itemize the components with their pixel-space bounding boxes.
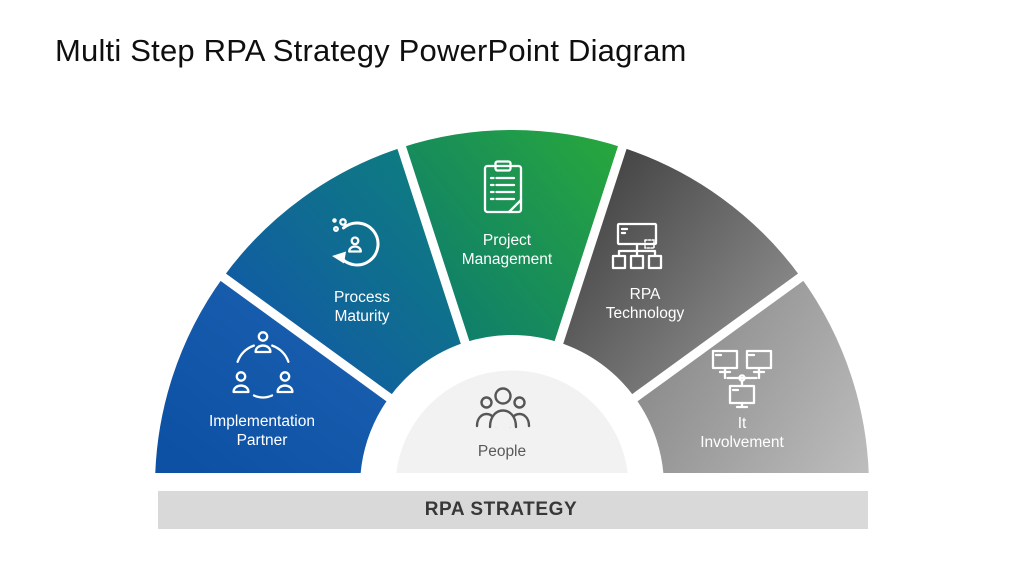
segment-label-project: Project — [483, 232, 532, 249]
segment-project-management — [401, 130, 623, 343]
segment-process-maturity — [223, 147, 465, 398]
segment-divider — [550, 126, 634, 358]
team-network-icon — [232, 331, 294, 399]
segment-label-technology: Technology — [606, 305, 685, 322]
center-label-people: People — [478, 443, 526, 460]
segment-it-involvement — [635, 277, 869, 473]
segment-divider — [390, 126, 474, 358]
segment-label-process: Process — [334, 289, 390, 306]
segment-implementation-partner — [155, 277, 389, 473]
segment-divider — [203, 261, 404, 410]
segment-label-involvement: Involvement — [700, 434, 784, 451]
slide-title: Multi Step RPA Strategy PowerPoint Diagr… — [55, 33, 687, 68]
segment-label-it: It — [738, 415, 747, 432]
rpa-strategy-banner-label: RPA STRATEGY — [424, 499, 578, 520]
segment-divider — [620, 261, 821, 410]
maturity-cycle-icon — [332, 218, 380, 267]
segment-label-implementation: Implementation — [209, 413, 315, 430]
center-people-circle — [393, 367, 631, 473]
segment-label-management: Management — [462, 251, 553, 268]
segment-label-rpa: RPA — [630, 286, 661, 303]
segment-label-partner: Partner — [237, 432, 288, 449]
rpa-strategy-banner: RPA STRATEGY — [158, 491, 868, 529]
clipboard-checklist-icon — [483, 160, 523, 214]
computer-network-icon — [711, 349, 773, 409]
segment-rpa-technology — [559, 147, 801, 398]
people-group-icon — [475, 387, 531, 429]
org-chart-icon — [611, 222, 663, 270]
segment-label-maturity: Maturity — [334, 308, 389, 325]
